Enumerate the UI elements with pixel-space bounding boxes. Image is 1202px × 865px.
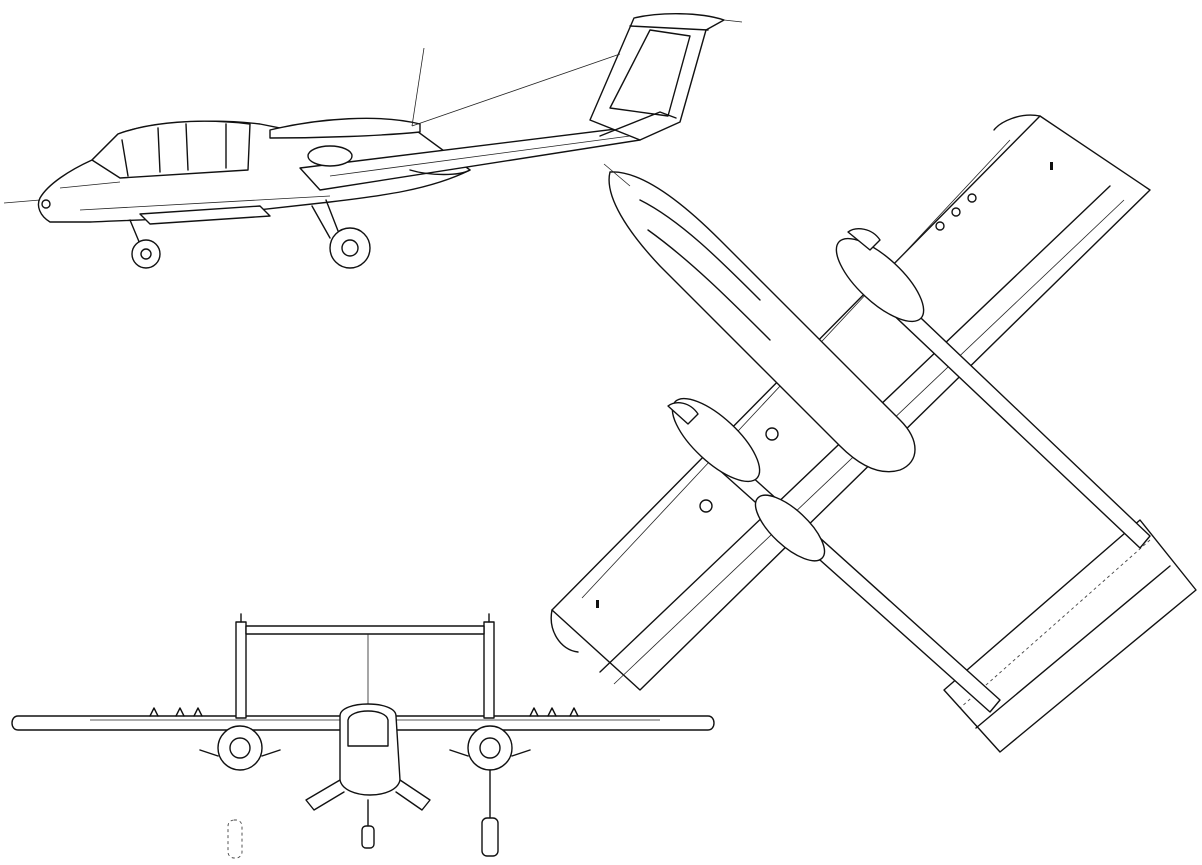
nose-probe <box>3 199 41 204</box>
wing-hardpoint <box>951 207 961 217</box>
engine-spinner-left <box>229 737 251 759</box>
main-gear-strut <box>311 205 331 239</box>
engine-intake <box>307 145 353 167</box>
antenna-mast <box>411 47 425 127</box>
wingtip-right <box>993 114 1041 131</box>
main-gear-strut <box>325 199 341 237</box>
canopy-front <box>347 710 389 747</box>
engine-nacelle-right <box>835 237 925 323</box>
sponson <box>139 205 271 225</box>
belly-tank <box>409 169 471 176</box>
engine-intakes <box>199 749 531 757</box>
panel-line <box>59 181 121 189</box>
wingtip-left <box>550 609 579 653</box>
elevator-hinge <box>975 565 1171 729</box>
sponson-left <box>305 779 345 811</box>
canopy-top <box>639 199 761 301</box>
wing-hardpoint <box>935 221 945 231</box>
pod-probe <box>603 163 631 187</box>
front-horizontal-tail <box>245 625 485 635</box>
top-view <box>550 114 1197 753</box>
nose-gear-strut <box>129 219 141 245</box>
panel-mark <box>1050 162 1053 170</box>
spinner-right <box>847 228 881 251</box>
main-wheel-hub <box>341 239 359 257</box>
front-fin-left <box>235 621 247 719</box>
main-wheel-front <box>481 817 499 857</box>
engine-nacelle-left <box>671 397 761 483</box>
wing-stores <box>149 707 579 717</box>
fin-tip <box>629 25 709 31</box>
nose-wheel <box>131 239 161 269</box>
canopy-top <box>647 229 771 341</box>
horizontal-stabilizer <box>599 111 677 137</box>
spinner-left <box>667 402 699 425</box>
canopy-frame <box>121 139 129 177</box>
main-wheel <box>329 227 371 269</box>
boom-line <box>329 135 631 177</box>
canopy <box>91 120 251 179</box>
main-wheel-front-hidden <box>227 819 243 859</box>
canopy-frame <box>157 127 161 173</box>
panel-mark <box>596 600 599 608</box>
canopy-frame <box>185 123 189 171</box>
elevator-dash <box>959 539 1151 709</box>
front-view <box>11 613 715 859</box>
engine-spinner-right <box>479 737 501 759</box>
vertical-fin <box>589 13 725 141</box>
drop-tank <box>754 494 826 562</box>
nose-wheel-front <box>361 825 375 849</box>
nose-wheel-hub <box>140 248 152 260</box>
nose-light <box>41 199 51 209</box>
front-fin-right <box>483 621 495 719</box>
engine-front-right <box>467 725 513 771</box>
wing-side <box>269 117 421 139</box>
wing-hardpoint <box>765 427 779 441</box>
engine-front-left <box>217 725 263 771</box>
fin-antenna <box>723 19 743 23</box>
wing-hardpoint <box>699 499 713 513</box>
wing-hardpoint <box>967 193 977 203</box>
horizontal-tail <box>943 519 1197 753</box>
rudder <box>609 29 691 117</box>
antenna-wire <box>411 53 621 127</box>
side-view <box>3 13 743 269</box>
sponson-right <box>395 779 431 811</box>
central-pod <box>608 171 916 473</box>
panel-line <box>79 195 331 211</box>
